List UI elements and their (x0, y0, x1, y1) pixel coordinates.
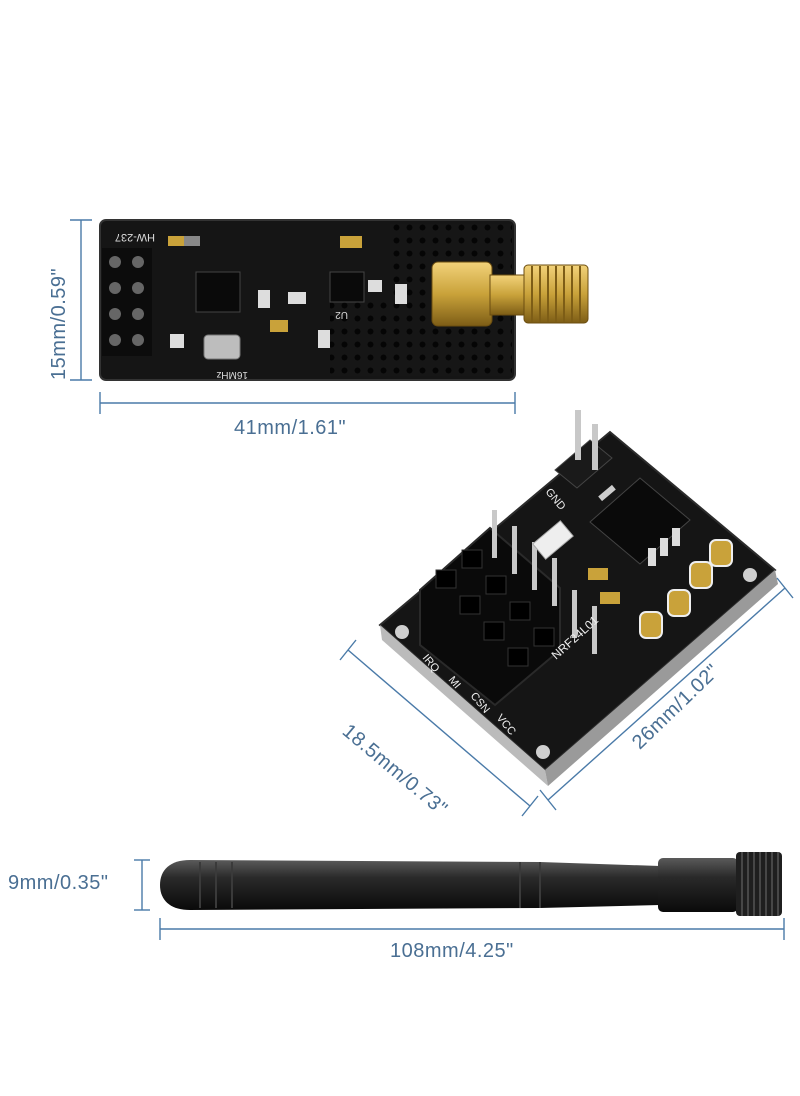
sma-connector (431, 261, 589, 327)
pin-header (102, 248, 152, 356)
crystal (203, 334, 241, 360)
chip-label: U2 (335, 309, 348, 320)
antenna (160, 852, 782, 916)
voltage-regulator (589, 477, 691, 565)
antenna-length-dimension (159, 918, 785, 940)
adapter-board: GND NRF24L01 IRQ MI CSN VCC (378, 410, 778, 786)
main-chip (195, 271, 241, 313)
antenna-length-label: 108mm/4.25" (390, 940, 514, 962)
adapter-length-dimension (539, 577, 794, 811)
module-width-label: 41mm/1.61" (234, 417, 347, 439)
adapter-width-dimension (339, 639, 539, 817)
module-height-dimension (70, 219, 92, 381)
amp-chip (329, 271, 365, 303)
male-header (492, 410, 613, 654)
female-header (419, 526, 561, 707)
board-label: HW-237 (115, 231, 155, 243)
module-height-label: 15mm/0.59" (48, 267, 70, 380)
antenna-diameter-dimension (134, 859, 150, 911)
crystal-label: 16MHz (216, 369, 248, 380)
module-width-dimension (99, 392, 516, 414)
antenna-diameter-label: 9mm/0.35" (8, 872, 109, 894)
